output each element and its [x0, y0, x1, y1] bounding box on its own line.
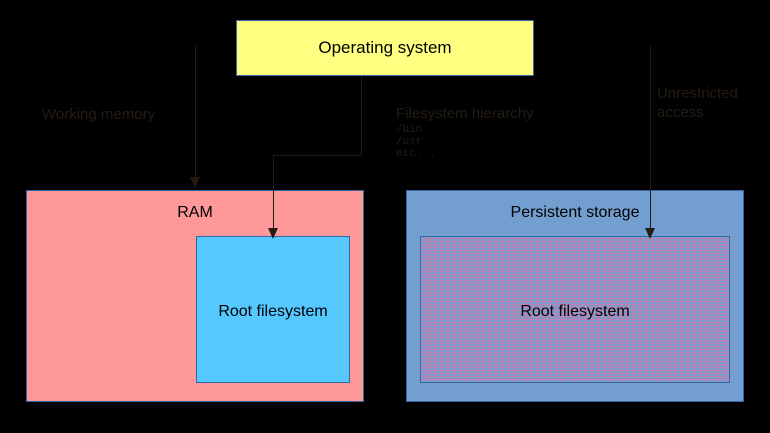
connector-os-to-ram-rootfs-segment-1: [361, 76, 362, 156]
operating-system-box: Operating system: [236, 20, 537, 79]
connector-os-to-ram-rootfs-segment-2: [273, 155, 362, 156]
storage-root-filesystem-label: Root filesystem: [520, 303, 630, 320]
working-memory-annotation: Working memory: [42, 106, 156, 123]
arrowhead-os-to-ram-rootfs: [268, 228, 278, 239]
storage-root-filesystem-box: Root filesystem: [420, 236, 733, 386]
arrowhead-os-to-ram: [190, 177, 200, 188]
ram-label: RAM: [177, 204, 213, 221]
ram-root-filesystem-box: Root filesystem: [196, 236, 353, 386]
filesystem-hierarchy-annotation: Filesystem hierarchy: [396, 105, 534, 122]
dot-pattern-fill: [421, 237, 729, 382]
connector-os-to-ram: [195, 45, 196, 181]
filesystem-paths-annotation: /bin /usr etc. . .: [396, 124, 449, 160]
operating-system-label: Operating system: [318, 38, 452, 57]
unrestricted-access-annotation: Unrestricted access: [657, 85, 738, 121]
ram-root-filesystem-label: Root filesystem: [218, 303, 328, 320]
arrowhead-os-to-storage-rootfs: [645, 228, 655, 239]
connector-os-to-storage-rootfs: [650, 46, 651, 233]
persistent-storage-label: Persistent storage: [510, 204, 640, 221]
connector-os-to-ram-rootfs-segment-3: [273, 155, 274, 233]
